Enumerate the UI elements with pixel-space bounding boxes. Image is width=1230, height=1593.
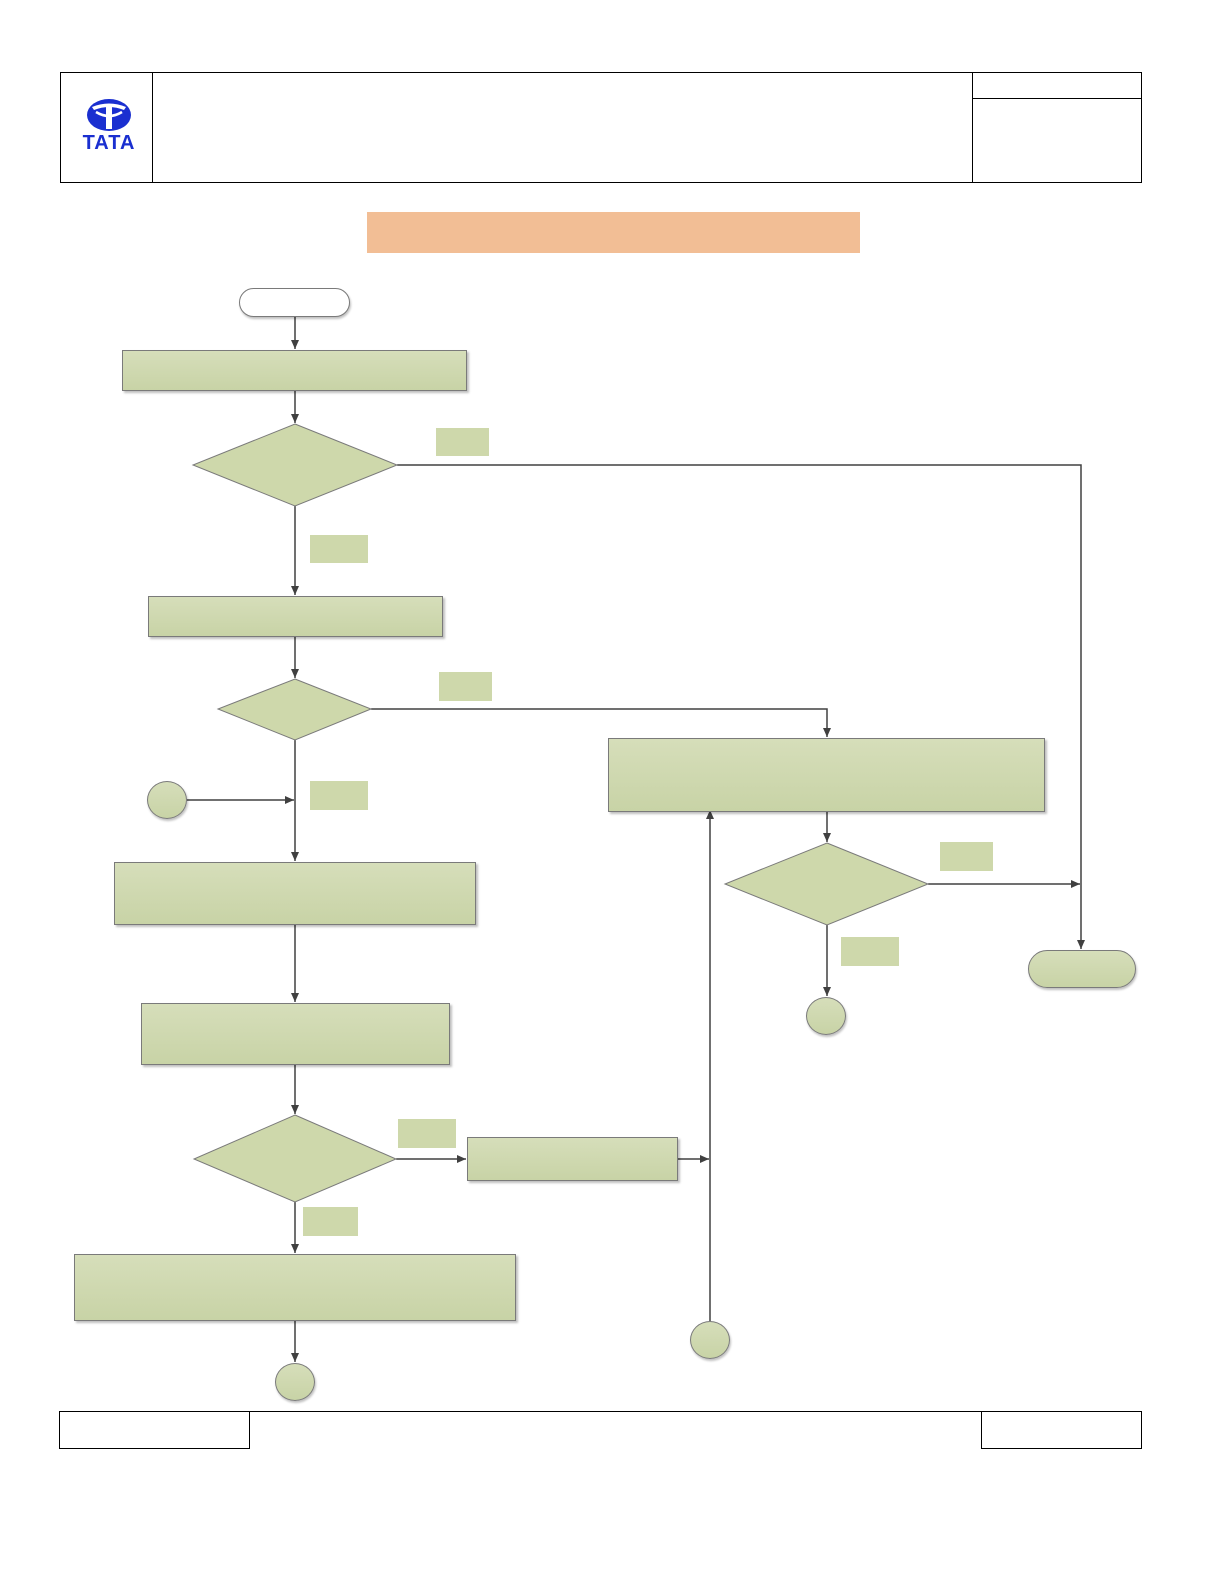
edge-label-dec2-right <box>439 672 492 701</box>
page-title <box>367 212 860 253</box>
decision-1-label <box>230 448 360 482</box>
footer-rule <box>60 1411 1142 1412</box>
decision-2-shape <box>216 678 373 741</box>
process-box-5 <box>74 1254 516 1321</box>
edge-label-dec1-down <box>310 535 368 563</box>
connector-mid-circle <box>690 1321 730 1359</box>
logo-wordmark: TATA <box>82 132 136 154</box>
edge-dec1-end <box>397 464 1085 949</box>
decision-4-label <box>762 867 892 901</box>
edge-dec2-box-right <box>371 708 831 737</box>
edge-label-dec1-right <box>436 428 489 456</box>
edge-label-dec2-down <box>310 781 368 810</box>
process-box-3 <box>114 862 476 925</box>
decision-2-label <box>250 697 340 721</box>
decision-3-shape <box>192 1114 398 1203</box>
connector-right-circle <box>806 997 846 1035</box>
tata-logo: TATA <box>78 98 140 156</box>
header-logo-cell-divider <box>152 72 153 183</box>
header-frame <box>60 72 1142 183</box>
process-box-side <box>467 1137 678 1181</box>
process-box-1 <box>122 350 467 391</box>
decision-1-shape <box>191 423 399 507</box>
edge-label-dec3-right <box>398 1119 456 1148</box>
footer-right-cell <box>981 1411 1142 1449</box>
edge-label-dec3-down <box>303 1207 358 1236</box>
connector-in-circle <box>147 781 187 819</box>
start-terminator <box>239 288 350 317</box>
header-right-cell-divider <box>972 72 973 183</box>
process-box-right <box>608 738 1045 812</box>
edge-label-dec4-down <box>841 937 899 966</box>
footer-left-cell <box>59 1411 250 1449</box>
process-box-4 <box>141 1003 450 1065</box>
end-terminator <box>1028 950 1136 988</box>
process-box-2 <box>148 596 443 637</box>
decision-3-label <box>230 1142 360 1176</box>
decision-4-shape <box>723 842 930 926</box>
connector-bottom-circle <box>275 1363 315 1401</box>
header-right-row-divider <box>972 98 1142 99</box>
tata-logo-icon <box>87 99 131 131</box>
edge-label-dec4-right <box>940 842 993 871</box>
